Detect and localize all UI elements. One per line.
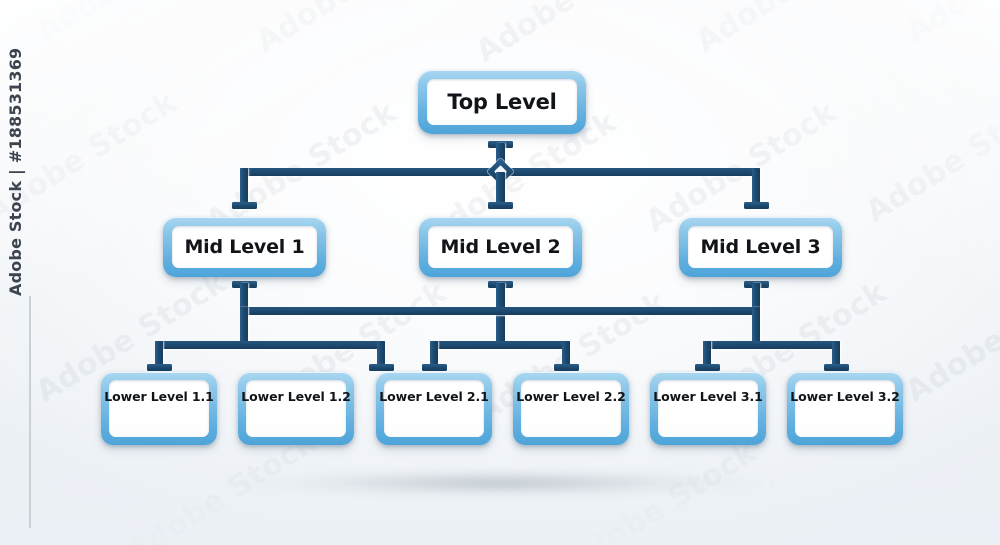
diagram-floor-shadow (215, 470, 785, 496)
node-mid-level-2[interactable]: Mid Level 2 (419, 217, 582, 277)
connector-subbus-group-3 (703, 341, 840, 349)
node-label: Mid Level 1 (184, 236, 305, 258)
node-lower-level-3-2[interactable]: Lower Level 3.2 (787, 372, 903, 445)
watermark-tile: Adobe Stock (900, 0, 1000, 50)
connector-drop-group-1 (240, 307, 248, 345)
node-panel: Lower Level 1.1 (104, 380, 214, 437)
node-panel: Mid Level 3 (688, 226, 833, 268)
node-label: Lower Level 3.1 (653, 389, 763, 404)
watermark-tile: Adobe Stock (30, 0, 233, 50)
node-mid-level-1[interactable]: Mid Level 1 (163, 217, 326, 277)
node-panel: Mid Level 2 (428, 226, 573, 268)
node-lower-level-1-2[interactable]: Lower Level 1.2 (238, 372, 354, 445)
node-panel: Lower Level 1.2 (241, 380, 351, 437)
node-lower-level-2-2[interactable]: Lower Level 2.2 (513, 372, 629, 445)
connector-cap-lower-3-2 (824, 364, 849, 371)
connector-cap-mid-3 (744, 202, 769, 209)
watermark-tile: Adobe Stock (250, 0, 453, 60)
watermark-divider-rule (29, 296, 31, 528)
connector-drop-lower-3-2 (832, 341, 840, 369)
node-label: Lower Level 2.1 (379, 389, 489, 404)
connector-drop-mid-3 (752, 168, 760, 206)
node-panel: Lower Level 2.1 (379, 380, 489, 437)
watermark-tile: Adobe Stock (900, 265, 1000, 410)
node-label: Lower Level 1.1 (104, 389, 214, 404)
node-top-level[interactable]: Top Level (418, 70, 586, 134)
connector-drop-lower-2-2 (562, 341, 570, 369)
node-label: Lower Level 2.2 (516, 389, 626, 404)
node-mid-level-3[interactable]: Mid Level 3 (679, 217, 842, 277)
connector-cap-lower-3-1 (695, 364, 720, 371)
node-panel: Mid Level 1 (172, 226, 317, 268)
connector-bus-lower-level (240, 307, 760, 315)
connector-stem-under-mid-3 (752, 283, 760, 313)
watermark-tile: Adobe Stock (860, 84, 1000, 230)
connector-drop-lower-1-2 (377, 341, 385, 369)
node-label: Lower Level 1.2 (241, 389, 351, 404)
node-lower-level-1-1[interactable]: Lower Level 1.1 (101, 372, 217, 445)
node-panel: Lower Level 3.1 (653, 380, 763, 437)
connector-drop-group-3 (752, 307, 760, 345)
connector-drop-lower-3-1 (703, 341, 711, 369)
connector-drop-lower-1-1 (155, 341, 163, 369)
connector-stem-under-mid-1 (240, 283, 248, 313)
connector-subbus-group-1 (155, 341, 385, 349)
connector-cap-mid-1 (232, 202, 257, 209)
connector-cap-lower-2-1 (422, 364, 447, 371)
connector-cap-lower-2-2 (554, 364, 579, 371)
watermark-tile: Adobe Stock (0, 84, 183, 230)
watermark-tile: Adobe Stock (560, 434, 763, 545)
connector-subbus-group-2 (430, 341, 570, 349)
connector-cap-lower-1-2 (369, 364, 394, 371)
connector-drop-lower-2-1 (430, 341, 438, 369)
node-label: Lower Level 3.2 (790, 389, 900, 404)
connector-cap-lower-1-1 (147, 364, 172, 371)
node-panel: Top Level (427, 79, 577, 125)
node-lower-level-3-1[interactable]: Lower Level 3.1 (650, 372, 766, 445)
node-panel: Lower Level 2.2 (516, 380, 626, 437)
connector-drop-mid-2 (496, 172, 505, 206)
watermark-tile: Adobe Stock (470, 0, 673, 70)
watermark-tile: Adobe Stock (690, 0, 893, 60)
node-label: Mid Level 2 (440, 236, 561, 258)
connector-cap-mid-2 (488, 202, 513, 209)
node-lower-level-2-1[interactable]: Lower Level 2.1 (376, 372, 492, 445)
watermark-sidebar-label: Adobe Stock | #188531369 (6, 47, 25, 296)
connector-drop-mid-1 (240, 168, 248, 206)
node-label: Mid Level 3 (700, 236, 821, 258)
node-panel: Lower Level 3.2 (790, 380, 900, 437)
node-label: Top Level (447, 90, 557, 114)
